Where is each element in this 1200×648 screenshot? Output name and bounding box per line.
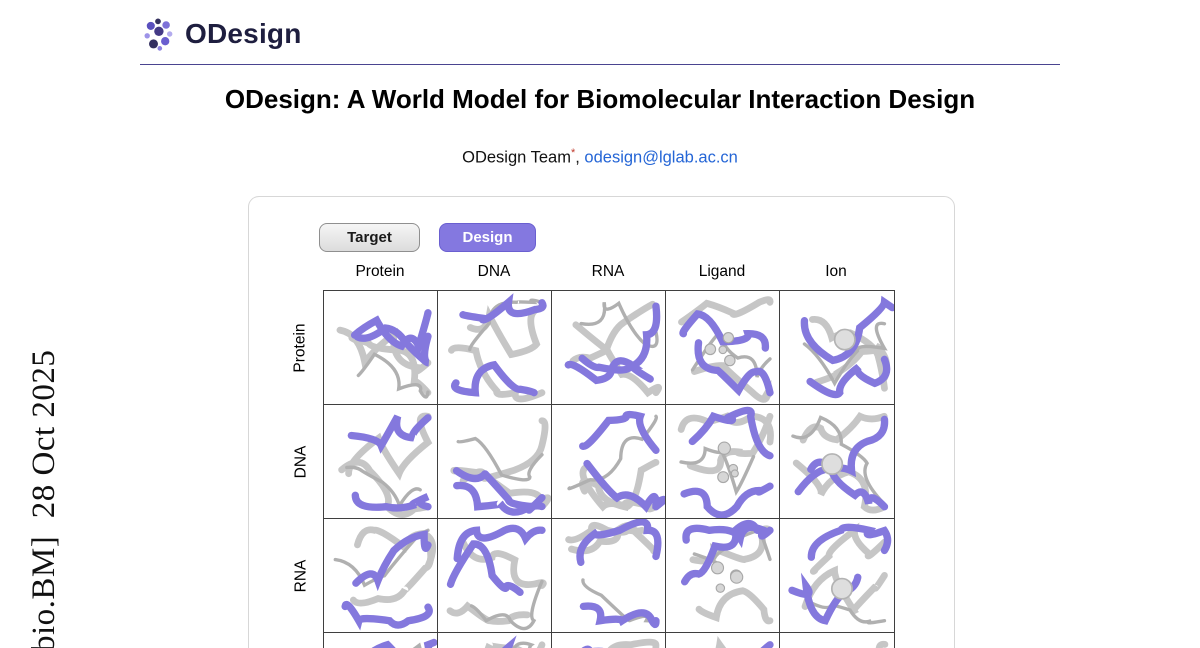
molecule-thumbnail: [448, 293, 547, 403]
brand-name: ODesign: [185, 18, 302, 49]
molecule-thumbnail: [336, 309, 432, 399]
matrix-cell-row4-protein: [324, 633, 438, 648]
matrix-cell-dna-protein: [324, 405, 438, 519]
matrix-cell-row4-rna: [552, 633, 666, 648]
matrix-cell-row4-ion: [780, 633, 894, 648]
column-header-dna: DNA: [477, 263, 511, 280]
matrix-grid: [323, 290, 895, 648]
row-header-protein: Protein: [292, 323, 309, 373]
author-line: ODesign Team*, odesign@lglab.ac.cn: [0, 147, 1200, 168]
matrix-cell-dna-ligand: [666, 405, 780, 519]
row-header-dna: DNA: [292, 445, 310, 479]
row-header-rna: RNA: [292, 559, 310, 593]
molecule-thumbnail: [371, 638, 437, 648]
author-separator: ,: [575, 148, 585, 167]
molecule-thumbnail: [450, 417, 551, 516]
footnote-asterisk: *: [570, 147, 576, 159]
matrix-cell-protein-ligand: [666, 291, 780, 405]
matrix-cell-rna-protein: [324, 519, 438, 633]
matrix-cell-rna-ligand: [666, 519, 780, 633]
molecule-thumbnail: [564, 300, 662, 398]
matrix-cell-protein-ion: [780, 291, 894, 405]
matrix-cell-rna-rna: [552, 519, 666, 633]
header-divider: [140, 64, 1060, 65]
molecule-thumbnail: [788, 522, 892, 625]
molecule-thumbnail: [800, 295, 894, 399]
molecule-thumbnail: [565, 519, 662, 629]
molecule-thumbnail: [677, 406, 774, 518]
matrix-cell-rna-ion: [780, 519, 894, 633]
site-header-brand: ODesign: [140, 16, 302, 52]
author-team: ODesign Team: [462, 148, 571, 167]
matrix-cell-protein-rna: [552, 291, 666, 405]
column-header-protein: Protein: [355, 263, 405, 280]
molecule-thumbnail: [678, 296, 774, 403]
matrix-cell-dna-ion: [780, 405, 894, 519]
molecule-thumbnail: [338, 412, 433, 518]
molecule-thumbnail: [680, 519, 774, 625]
matrix-cell-rna-dna: [438, 519, 552, 633]
matrix-cell-protein-dna: [438, 291, 552, 405]
molecule-thumbnail: [715, 636, 774, 648]
contact-email-link[interactable]: odesign@lglab.ac.cn: [584, 148, 738, 167]
column-header-rna: RNA: [591, 263, 625, 280]
molecule-thumbnail: [484, 635, 546, 648]
arxiv-watermark: bio.BM] 28 Oct 2025: [26, 349, 62, 648]
target-button[interactable]: Target: [319, 223, 420, 252]
matrix-column-headers: Protein DNA RNA Ligand Ion: [323, 263, 895, 285]
matrix-cell-protein-protein: [324, 291, 438, 405]
molecule-thumbnail: [333, 526, 437, 631]
matrix-cell-row4-dna: [438, 633, 552, 648]
matrix-cell-row4-ligand: [666, 633, 780, 648]
molecule-thumbnail: [581, 638, 660, 648]
design-button[interactable]: Design: [439, 223, 536, 252]
molecule-thumbnail: [791, 412, 889, 514]
matrix-cell-dna-dna: [438, 405, 552, 519]
molecule-thumbnail: [446, 524, 547, 631]
paper-title: ODesign: A World Model for Biomolecular …: [224, 84, 976, 114]
odesign-logo-icon: [144, 18, 173, 51]
column-header-ion: Ion: [825, 263, 847, 280]
molecule-thumbnail: [875, 640, 889, 648]
matrix-cell-dna-rna: [552, 405, 666, 519]
figure-legend: Target Design: [319, 223, 536, 252]
column-header-ligand: Ligand: [698, 263, 746, 280]
molecule-thumbnail: [567, 410, 665, 513]
